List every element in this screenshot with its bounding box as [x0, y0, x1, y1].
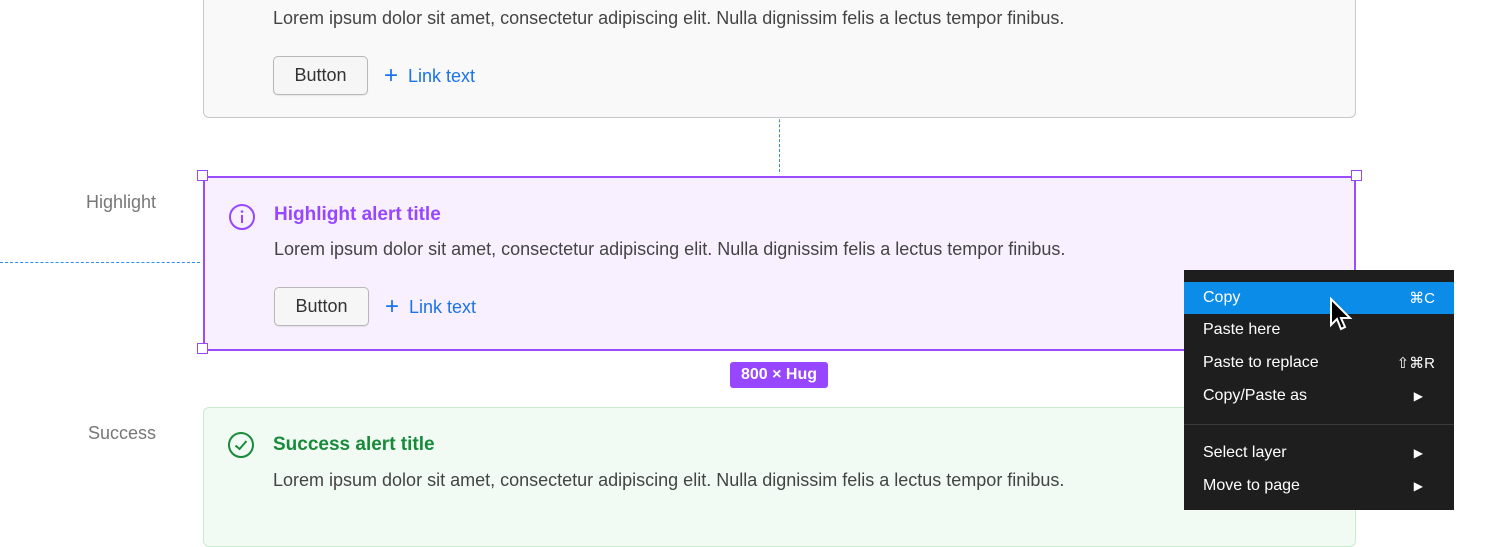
alert-body: Lorem ipsum dolor sit amet, consectetur …: [273, 470, 1065, 490]
menu-label: Select layer: [1203, 444, 1287, 461]
menu-shortcut: ⌘C: [1409, 290, 1435, 307]
resize-handle-tr[interactable]: [1351, 170, 1362, 181]
check-circle-icon: [228, 432, 254, 458]
menu-shortcut: ⇧⌘R: [1396, 355, 1435, 372]
submenu-arrow-icon: ▶: [1413, 389, 1423, 403]
menu-label: Paste to replace: [1203, 354, 1319, 371]
alert-title: Success alert title: [273, 434, 435, 455]
menu-label: Copy: [1203, 289, 1241, 306]
alert-link[interactable]: + Link text: [385, 295, 476, 319]
size-badge: 800 × Hug: [730, 362, 828, 388]
menu-item-paste-to-replace[interactable]: Paste to replace ⇧⌘R: [1184, 347, 1454, 379]
info-circle-icon: [229, 204, 255, 230]
horizontal-guide: [0, 262, 200, 263]
alert-link[interactable]: + Link text: [384, 64, 475, 88]
plus-icon: +: [384, 62, 399, 89]
alert-button[interactable]: Button: [273, 56, 368, 95]
resize-handle-tl[interactable]: [197, 170, 208, 181]
success-label: Success: [87, 423, 156, 443]
context-menu: Copy ⌘C Paste here Paste to replace ⇧⌘R Co…: [1184, 270, 1454, 510]
default-alert: Lorem ipsum dolor sit amet, consectetur …: [203, 0, 1356, 118]
menu-item-select-layer[interactable]: Select layer ▶: [1184, 437, 1454, 469]
alert-body: Lorem ipsum dolor sit amet, consectetur …: [274, 239, 1066, 259]
menu-label: Copy/Paste as: [1203, 387, 1308, 404]
submenu-arrow-icon: ▶: [1413, 479, 1423, 493]
highlight-label: Highlight: [85, 192, 156, 212]
submenu-arrow-icon: ▶: [1413, 446, 1423, 460]
plus-icon: +: [385, 293, 400, 320]
resize-handle-bl[interactable]: [197, 343, 208, 354]
menu-item-copy[interactable]: Copy ⌘C: [1184, 282, 1454, 314]
menu-item-copy-paste-as[interactable]: Copy/Paste as ▶: [1184, 380, 1454, 412]
link-label: Link text: [408, 65, 476, 86]
highlight-alert[interactable]: Highlight alert title Lorem ipsum dolor …: [203, 176, 1356, 351]
link-label: Link text: [409, 296, 477, 317]
mouse-cursor-icon: [1330, 297, 1353, 331]
menu-item-paste-here[interactable]: Paste here: [1184, 314, 1454, 346]
alert-body: Lorem ipsum dolor sit amet, consectetur …: [273, 8, 1065, 28]
alert-title: Highlight alert title: [274, 204, 441, 225]
menu-item-move-to-page[interactable]: Move to page ▶: [1184, 470, 1454, 502]
menu-label: Paste here: [1203, 321, 1281, 338]
menu-separator: [1184, 424, 1454, 425]
menu-label: Move to page: [1203, 477, 1300, 494]
alert-button[interactable]: Button: [274, 287, 369, 326]
